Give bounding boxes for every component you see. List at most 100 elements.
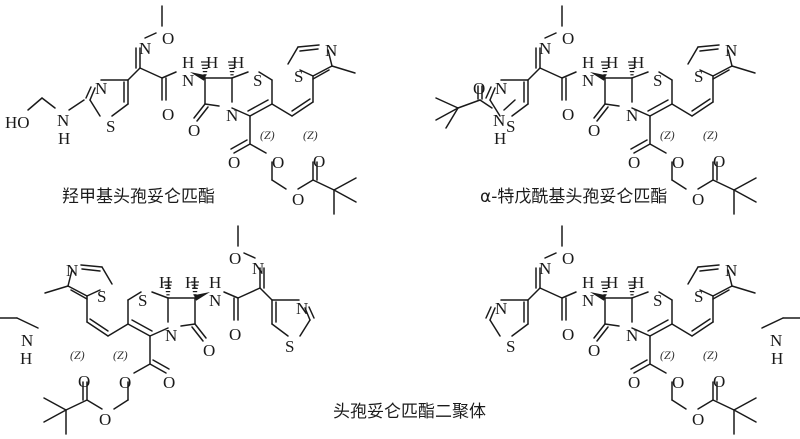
bond [712, 289, 730, 300]
bond [697, 179, 714, 190]
bond [733, 189, 757, 203]
atom-label-h: H [771, 349, 783, 368]
bond [489, 99, 501, 117]
stereo-descriptor: (Z) [303, 128, 318, 142]
bond [658, 71, 673, 81]
atom-label-o: O [562, 105, 574, 124]
bond [230, 139, 248, 150]
bond [687, 266, 699, 285]
bond [89, 87, 96, 101]
atom-label-n: N [582, 291, 594, 310]
bond [511, 103, 529, 117]
bond [631, 107, 651, 117]
bond [144, 32, 157, 39]
atom-label-o: O [692, 190, 704, 209]
atom-label-o: O [588, 341, 600, 360]
bond [131, 319, 153, 332]
bond [593, 323, 606, 339]
bond [312, 65, 333, 77]
atom-label-o: O [562, 325, 574, 344]
atom-label-n: N [226, 106, 238, 125]
atom-label-n: N [252, 259, 264, 278]
atom-label-s: S [506, 337, 515, 356]
bond [727, 49, 733, 67]
bond [149, 327, 169, 337]
bond [67, 285, 88, 297]
atom-label-h: H [232, 53, 244, 72]
atom-label-s: S [294, 67, 303, 86]
bond [658, 291, 673, 301]
caption-hydroxymethyl-cefditoren-pivoxil: 羟甲基头孢妥仑匹酯 [62, 187, 215, 207]
bond [761, 317, 784, 329]
atom-label-s: S [653, 291, 662, 310]
wedge-bond [590, 292, 607, 301]
atom-label-o: O [672, 153, 684, 172]
atom-label-n: N [539, 39, 551, 58]
atom-label-n: N [725, 261, 737, 280]
bond [327, 49, 333, 67]
bond [691, 318, 711, 332]
bond [691, 98, 711, 112]
bond [697, 44, 720, 48]
bond [43, 397, 67, 411]
bond [631, 71, 649, 79]
atom-label-o: O [119, 373, 131, 392]
atom-label-h: H [582, 273, 594, 292]
atom-label-o: O [292, 190, 304, 209]
bond [671, 323, 693, 337]
atom-label-s: S [106, 117, 115, 136]
wedge-bond [193, 292, 210, 301]
wedge-bond [590, 72, 607, 81]
bond [633, 363, 651, 374]
atom-label-o: O [99, 410, 111, 429]
bond [649, 103, 673, 117]
bond [671, 399, 687, 410]
bond [731, 65, 756, 74]
bond [733, 409, 757, 423]
bond [593, 103, 606, 119]
bond [191, 326, 204, 342]
bond [44, 285, 69, 294]
bond [127, 67, 141, 81]
bond [544, 252, 557, 259]
bond [223, 291, 239, 299]
bond [691, 321, 714, 337]
caption-alpha-pivaloyl-cefditoren-pivoxil: α-特戊酰基头孢妥仑匹酯 [480, 187, 668, 207]
bond [231, 107, 251, 117]
bond [699, 48, 719, 52]
stereo-descriptor: (Z) [660, 128, 675, 142]
atom-label-h: H [582, 53, 594, 72]
bond [697, 399, 714, 410]
bond [445, 107, 459, 129]
atom-label-s: S [253, 71, 262, 90]
atom-label-o: O [229, 249, 241, 268]
bond [485, 306, 492, 319]
bond [596, 106, 609, 122]
atom-label-n: N [539, 259, 551, 278]
atom-label-h: H [206, 53, 218, 72]
bond [16, 317, 39, 329]
bond [299, 48, 319, 52]
bond [699, 289, 714, 297]
bond [297, 179, 314, 190]
atom-label-n: N [493, 111, 505, 130]
bond [180, 323, 196, 327]
bond-lines [0, 5, 800, 435]
caption-cefditoren-pivoxil-dimer: 头孢妥仑匹酯二聚体 [333, 402, 486, 422]
bond [149, 363, 167, 374]
bond [733, 397, 757, 411]
atom-label-o: O [713, 152, 725, 171]
bond [331, 65, 356, 74]
atom-label-o: O [692, 410, 704, 429]
atom-label-s: S [285, 337, 294, 356]
bond [249, 143, 267, 154]
atom-label-ho: HO [5, 113, 30, 132]
bond [111, 103, 129, 117]
bond [271, 179, 287, 190]
atom-label-n: N [495, 299, 507, 318]
bond [333, 189, 357, 203]
atom-label-h: H [182, 53, 194, 72]
atom-label-o: O [162, 105, 174, 124]
atom-label-n: N [139, 39, 151, 58]
